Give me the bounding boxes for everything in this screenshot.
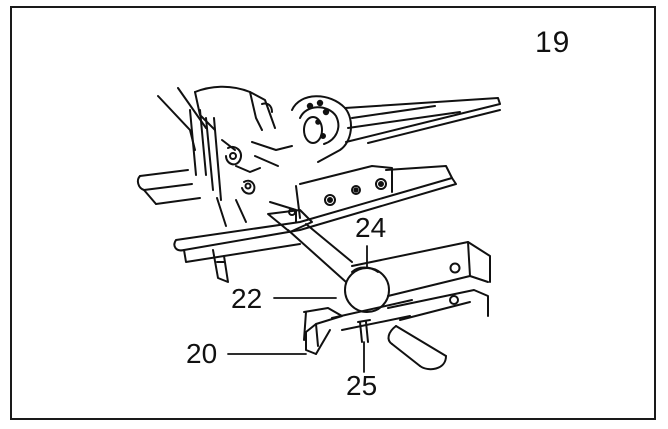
- left-rail: [136, 169, 201, 205]
- upper-rails: [344, 97, 501, 144]
- callout-label-24: 24: [355, 212, 387, 243]
- guide-bracket-20: [303, 307, 343, 355]
- lower-rail-tube: [331, 299, 447, 371]
- screw-25: [357, 319, 371, 343]
- base-plate: [173, 165, 457, 263]
- blade-plunger: [189, 109, 293, 227]
- guide-bar: [267, 209, 353, 283]
- knob-24: [344, 266, 390, 313]
- figure-number: 19: [535, 26, 571, 59]
- fence-arm: [351, 241, 491, 321]
- callout-label-25: 25: [346, 370, 378, 401]
- callout-label-20: 20: [186, 338, 218, 369]
- callout-label-22: 22: [231, 283, 263, 314]
- blade-holder-housing: [291, 95, 352, 163]
- leader-lines: [227, 245, 368, 373]
- saw-blade: [212, 249, 229, 283]
